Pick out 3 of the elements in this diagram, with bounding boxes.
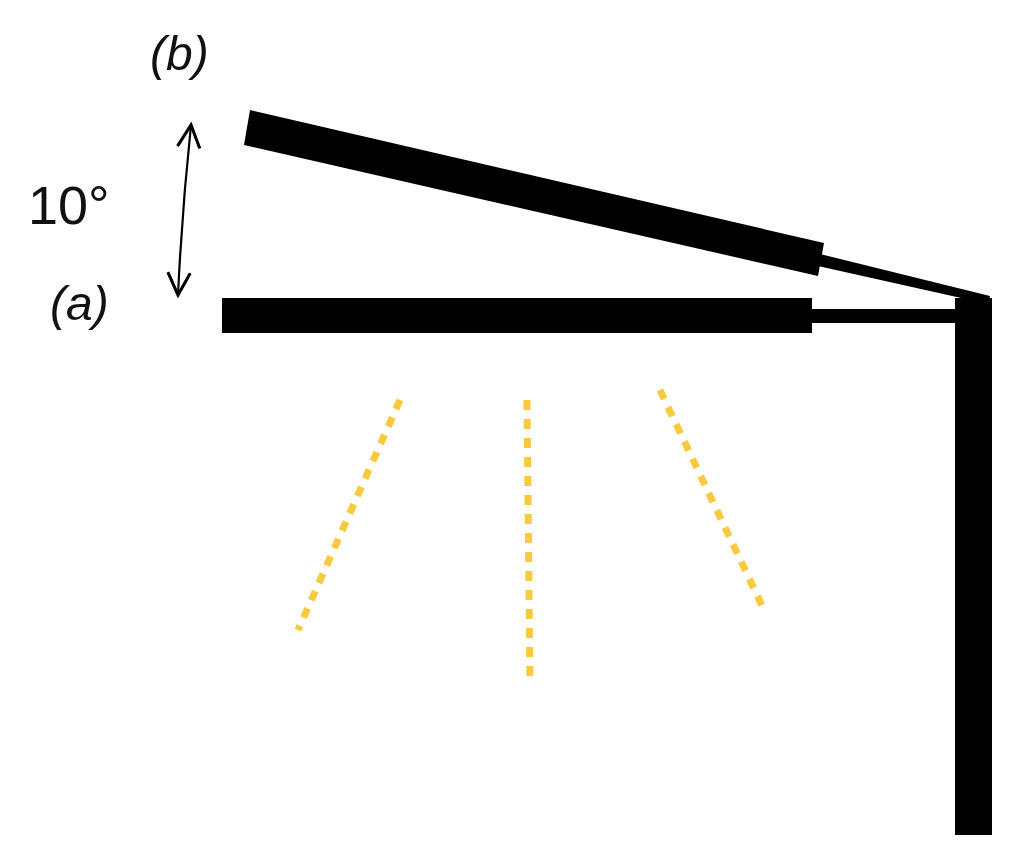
angle-label: 10° bbox=[28, 178, 110, 232]
position-label: (a) bbox=[50, 280, 109, 328]
position-label: (b) bbox=[150, 30, 209, 78]
